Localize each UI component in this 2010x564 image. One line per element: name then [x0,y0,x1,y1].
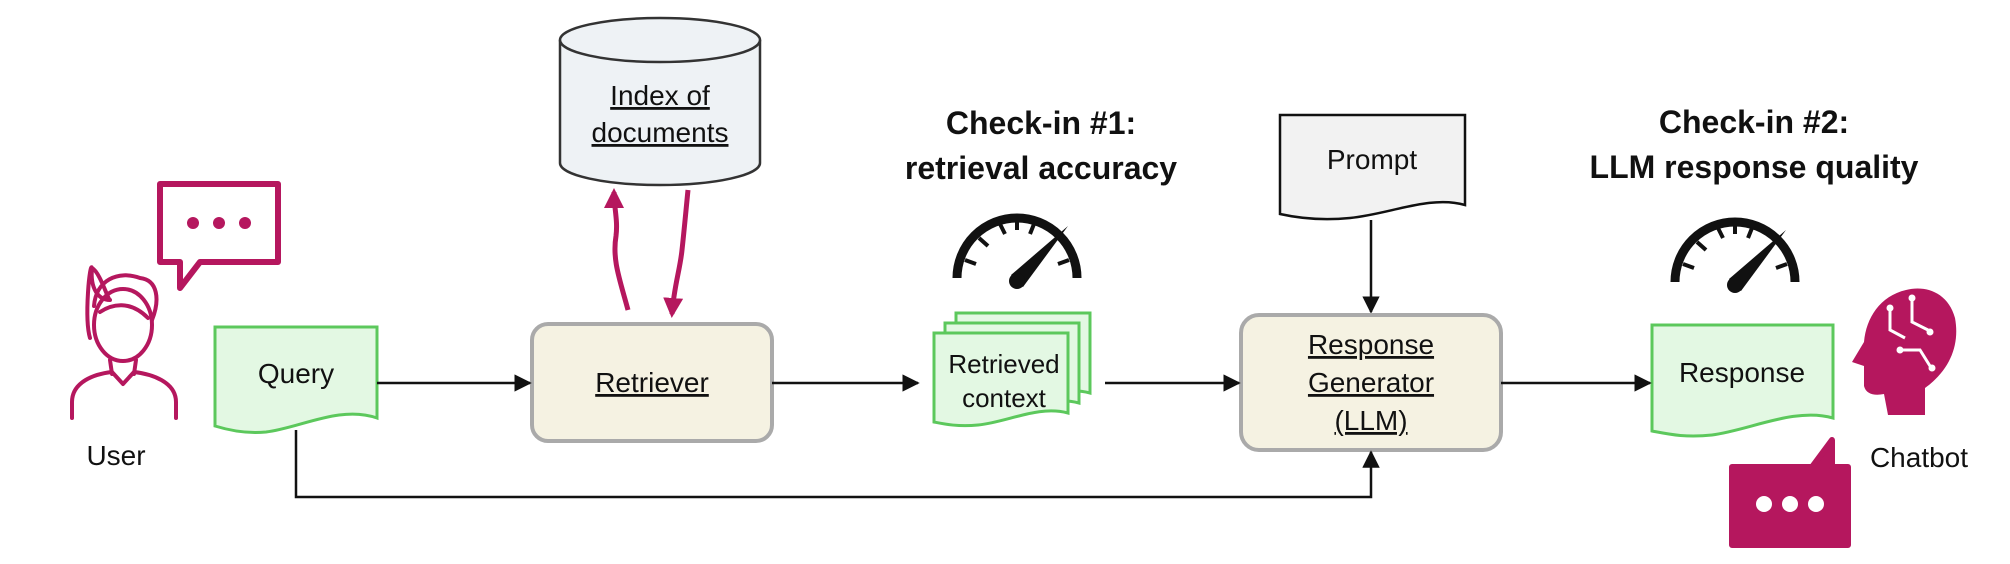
generator-label-line1: Response [1308,329,1434,360]
response-generator-box: Response Generator (LLM) [1239,313,1503,452]
index-to-retriever-arrow [663,189,691,318]
response-label: Response [1679,357,1805,388]
generator-label-line3: (LLM) [1334,405,1407,436]
query-document: Query [213,325,379,434]
gauge-icon [952,213,1082,289]
prompt-document: Prompt [1278,113,1467,221]
query-to-generator-arrow [294,430,1380,499]
retrieved-context-documents: Retrieved context [932,311,1092,428]
context-label-line1: Retrieved [948,349,1059,379]
context-label-line2: context [962,383,1047,413]
person-icon [70,265,178,420]
user-label: User [86,440,145,471]
ai-head-icon [1852,288,1957,415]
chat-bubble-filled-icon [1729,437,1851,548]
checkin2-title-line2: LLM response quality [1590,149,1919,185]
index-label-line1: Index of [610,80,710,111]
response-document: Response [1650,323,1835,438]
checkin2-title-line1: Check-in #2: [1659,104,1849,140]
gauge-icon [1670,217,1800,293]
checkin1-title-line1: Check-in #1: [946,105,1136,141]
generator-label-line2: Generator [1308,367,1434,398]
retriever-label: Retriever [595,367,709,398]
index-database: Index of documents [558,16,762,187]
retriever-to-index-arrow [604,188,631,311]
checkin1-title-line2: retrieval accuracy [905,150,1177,186]
chat-bubble-icon [157,181,281,291]
retriever-box: Retriever [530,322,774,443]
index-label-line2: documents [592,117,729,148]
prompt-label: Prompt [1327,144,1417,175]
query-label: Query [258,358,334,389]
chatbot-label: Chatbot [1870,442,1968,473]
